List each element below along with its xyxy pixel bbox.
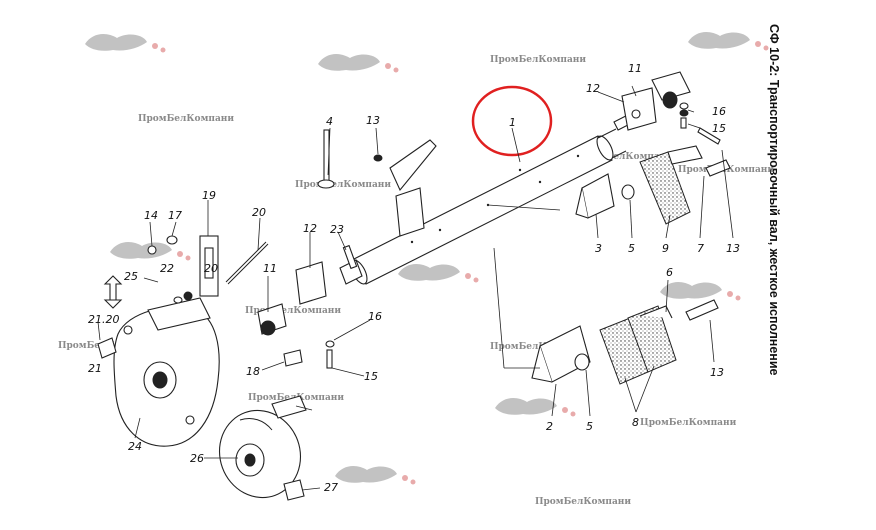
callout-4: 4	[326, 115, 333, 128]
callout-16: 16	[368, 310, 382, 323]
gearbox-assembly	[97, 235, 269, 447]
callout-labels: 1 2 3 4 5 5 6 7 8 9 11 11 12 12 13 13 13…	[88, 62, 740, 494]
callout-24: 25	[124, 270, 138, 283]
callout-7: 7	[697, 242, 704, 255]
ratchet-pulley	[218, 395, 307, 501]
callout-3: 3	[595, 242, 602, 255]
callout-12: 12	[303, 222, 317, 235]
callout-17: 18	[246, 365, 260, 378]
callout-5: 5	[628, 242, 635, 255]
watermark-text: ПромБелКомпани	[535, 497, 631, 507]
callout-26: 27	[324, 481, 338, 494]
callout-12: 12	[586, 82, 600, 95]
callout-14: 14	[144, 209, 158, 222]
wiper-plate-upper	[575, 145, 731, 225]
watermark-text: ПромБелКомпани	[577, 152, 673, 162]
callout-13: 13	[710, 366, 724, 379]
callout-2: 2	[546, 420, 553, 433]
callout-16: 16	[712, 105, 726, 118]
center-bracket	[317, 129, 437, 270]
callout-21-20: 22	[160, 262, 174, 275]
callout-19: 20	[252, 206, 266, 219]
bearing-center	[257, 261, 335, 369]
callout-6: 6	[666, 266, 673, 279]
callout-15: 15	[712, 122, 726, 135]
callout-23: 24	[128, 440, 142, 453]
callout-13: 13	[366, 114, 380, 127]
callout-20: 20	[204, 262, 218, 275]
callout-20: 21	[88, 362, 102, 375]
callout-18: 19	[202, 189, 216, 202]
watermark-text: ПромБелКомпани	[295, 180, 391, 190]
callout-16: 17	[168, 209, 182, 222]
callout-11: 11	[263, 262, 277, 275]
callout-11: 11	[628, 62, 642, 75]
callout-13: 13	[726, 242, 740, 255]
bearing-bracket-right	[621, 71, 721, 145]
callout-5: 5	[586, 420, 593, 433]
leader-lines	[97, 85, 734, 491]
callout-1: 1	[509, 116, 516, 129]
watermark-text: ЦромБелКомпани	[640, 418, 737, 428]
diagram-title: СФ 10-2: Транспортировочный вал, жесткое…	[767, 24, 781, 376]
callout-9: 9	[662, 242, 669, 255]
wiper-plate-lower	[531, 299, 719, 385]
callout-25: 26	[190, 452, 204, 465]
watermark-text: ПромБелКомпани	[138, 114, 234, 124]
callout-8: 8	[632, 416, 639, 429]
watermark-logo	[85, 32, 769, 485]
watermark-text: ПромБелКомпани	[490, 342, 586, 352]
watermark-text: ПромБелКомпани	[490, 55, 586, 65]
watermark-text: ПромБелКомпани	[245, 306, 341, 316]
callout-21: 21.20	[88, 313, 120, 326]
highlight-circle	[471, 85, 553, 157]
callout-22: 23	[330, 223, 344, 236]
callout-15: 15	[364, 370, 378, 383]
